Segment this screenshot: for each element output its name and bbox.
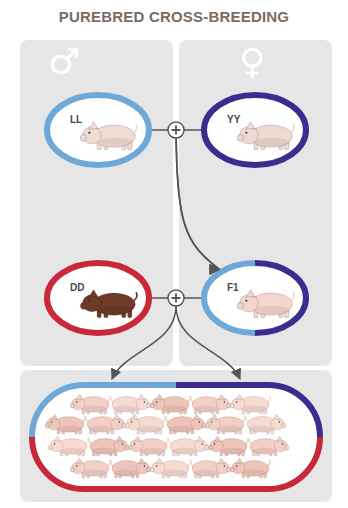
piglet [230,458,270,478]
offspring-band-fill [32,385,320,489]
ring-half [204,263,255,333]
piglet [86,414,126,434]
piglet [249,436,289,456]
ring-outline [204,95,306,165]
breed-code: F1 [227,282,239,293]
breed-circle: DD [44,260,152,336]
piglet [208,436,248,456]
piglet [230,394,270,414]
diagram-title: PUREBRED CROSS-BREEDING [0,8,348,25]
piglet [128,436,168,456]
breed-circle: F1 [201,260,309,336]
band-ring-blue [32,385,176,437]
piglet [191,458,231,478]
piglet [111,458,151,478]
ring-outline [47,95,149,165]
piglet [169,436,209,456]
breed-code: LL [70,114,82,125]
piglet [70,458,110,478]
piglet [246,414,286,434]
sex-symbol: ♂ [48,44,80,80]
band-ring-purple [176,385,320,437]
piglet [89,436,129,456]
breed-ring [44,92,152,168]
piglet-group [45,394,288,478]
piglet [205,414,245,434]
breed-code: DD [70,282,84,293]
piglet [70,394,110,414]
piglet [150,458,190,478]
piglet [111,394,151,414]
offspring-panel [20,370,332,502]
piglet [166,414,206,434]
dam-panel: ♀ YY F1 [179,40,332,366]
ring-outline [47,263,149,333]
ring-outline [204,263,306,333]
piglet [191,394,231,414]
piglet [45,414,85,434]
breed-code: YY [227,114,240,125]
breed-ring [44,260,152,336]
piglet [150,394,190,414]
band-ring-red [32,437,320,489]
ring-half [255,263,306,333]
piglet [48,436,88,456]
breed-circle: YY [201,92,309,168]
breed-ring [201,260,309,336]
sex-symbol: ♀ [239,44,265,80]
sire-panel: ♂ LL DD [20,40,173,366]
breed-ring [201,92,309,168]
piglet [125,414,165,434]
breed-circle: LL [44,92,152,168]
